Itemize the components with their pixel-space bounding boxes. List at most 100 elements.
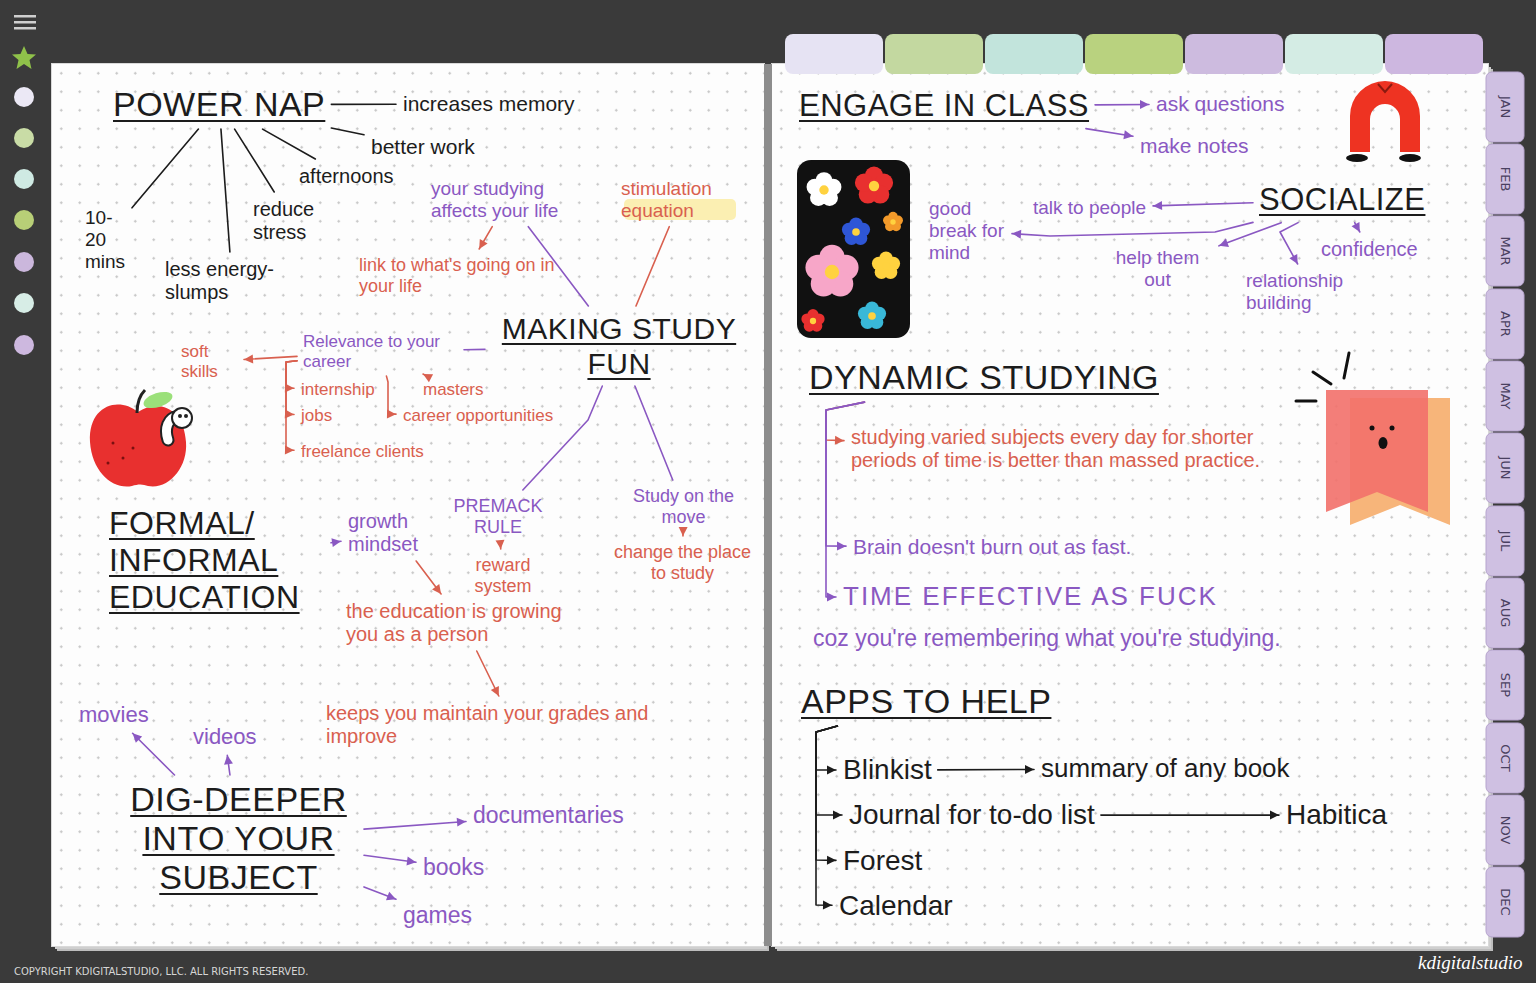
arrowhead bbox=[1270, 811, 1279, 820]
arrowhead bbox=[1289, 254, 1297, 264]
mind-map-note: documentaries bbox=[470, 800, 627, 830]
connector bbox=[285, 361, 297, 455]
connector bbox=[816, 726, 837, 865]
mind-map-note: increases memory bbox=[400, 90, 578, 118]
arrowhead bbox=[823, 901, 832, 910]
month-tab-label: JAN bbox=[1498, 96, 1513, 118]
node-text: career opportunities bbox=[403, 406, 553, 426]
node-text: less energy-slumps bbox=[165, 258, 299, 304]
node-text: APPS TO HELP bbox=[801, 682, 1051, 721]
month-tab-label: FEB bbox=[1498, 167, 1513, 192]
arrowhead bbox=[679, 527, 688, 536]
mind-map-note: videos bbox=[190, 722, 260, 751]
node-text: TIME EFFECTIVE AS FUCK bbox=[843, 582, 1218, 612]
connector bbox=[364, 855, 416, 865]
connector bbox=[1086, 129, 1133, 140]
node-text: keeps you maintain your grades and impro… bbox=[326, 702, 700, 748]
mind-map-note: masters bbox=[420, 378, 486, 402]
node-text: games bbox=[403, 902, 472, 928]
connector bbox=[263, 129, 316, 159]
connector-line bbox=[263, 129, 316, 159]
node-text: summary of any book bbox=[1041, 754, 1290, 784]
node-text: freelance clients bbox=[301, 442, 424, 462]
mind-map-note: Brain doesn't burn out as fast. bbox=[850, 533, 1134, 561]
mind-map-note: TIME EFFECTIVE AS FUCK bbox=[840, 580, 1221, 614]
node-text: reduce stress bbox=[253, 198, 332, 244]
arrowhead bbox=[386, 892, 396, 900]
arrowhead bbox=[835, 436, 844, 445]
mind-map-note: Calendar bbox=[836, 888, 956, 924]
arrowhead bbox=[432, 584, 441, 594]
node-text: help them out bbox=[1103, 247, 1212, 291]
mind-map-note: help them out bbox=[1100, 245, 1215, 293]
topic-heading: DIG-DEEPER INTO YOUR SUBJECT bbox=[116, 778, 361, 899]
mind-map-note: Study on the move bbox=[616, 484, 751, 529]
connector bbox=[224, 755, 233, 775]
connector-line bbox=[416, 561, 441, 594]
connector bbox=[1219, 223, 1281, 247]
node-text: Journal for to-do list bbox=[849, 799, 1095, 831]
topic-heading: DYNAMIC STUDYING bbox=[806, 356, 1162, 399]
topic-heading: APPS TO HELP bbox=[798, 680, 1054, 723]
mind-map-note: growth mindset bbox=[345, 508, 445, 558]
connector bbox=[1153, 201, 1253, 210]
node-text: make notes bbox=[1140, 134, 1249, 158]
node-text: afternoons bbox=[299, 165, 394, 188]
node-text: Study on the move bbox=[619, 486, 748, 527]
connector-line bbox=[816, 726, 837, 905]
footer-label: COPYRIGHT KDIGITALSTUDIO, LLC. ALL RIGHT… bbox=[14, 966, 308, 977]
connector-line bbox=[636, 227, 669, 306]
mind-map-note: movies bbox=[76, 700, 152, 729]
connector bbox=[132, 129, 198, 208]
connector-line bbox=[235, 129, 275, 192]
node-text: documentaries bbox=[473, 802, 624, 828]
node-text: videos bbox=[193, 724, 257, 749]
arrowhead bbox=[827, 766, 836, 775]
node-text: books bbox=[423, 854, 484, 880]
mind-map-note: the education is growing you as a person bbox=[343, 598, 583, 648]
topic-heading: SOCIALIZE bbox=[1256, 180, 1428, 220]
connector-line bbox=[286, 361, 297, 388]
connector-line bbox=[464, 349, 485, 351]
topic-heading: ENGAGE IN CLASS bbox=[796, 86, 1092, 126]
mind-map-note: talk to people bbox=[1030, 195, 1149, 221]
node-text: FORMAL/ INFORMAL EDUCATION bbox=[109, 505, 325, 615]
connector bbox=[479, 227, 492, 249]
node-text: Habitica bbox=[1286, 799, 1387, 831]
node-text: PREMACK RULE bbox=[451, 496, 545, 537]
mind-map-note: Relevance to your career bbox=[300, 330, 460, 373]
arrowhead bbox=[244, 354, 253, 363]
arrowhead bbox=[224, 755, 233, 765]
topic-heading: FORMAL/ INFORMAL EDUCATION bbox=[106, 503, 328, 617]
connector bbox=[1280, 223, 1298, 264]
node-text: better work bbox=[371, 135, 475, 159]
sidebar-icons bbox=[12, 15, 36, 355]
mind-map-note: better work bbox=[368, 133, 478, 161]
connector bbox=[816, 726, 837, 774]
connector bbox=[235, 129, 275, 192]
connector bbox=[816, 726, 842, 819]
connector-line bbox=[816, 726, 842, 815]
mind-map-note: afternoons bbox=[296, 163, 397, 190]
arrowhead bbox=[457, 818, 466, 827]
mind-map-note: coz you're remembering what you're study… bbox=[810, 623, 1284, 653]
node-text: Relevance to your career bbox=[303, 332, 457, 371]
mind-map-note: link to what's going on in your life bbox=[356, 253, 571, 298]
month-tab-label: DEC bbox=[1498, 888, 1513, 915]
node-text: Calendar bbox=[839, 890, 953, 922]
mind-map-note: relationship building bbox=[1243, 268, 1383, 316]
page-seam bbox=[764, 64, 772, 946]
mind-map-note: ask questions bbox=[1153, 90, 1287, 118]
node-text: reward system bbox=[451, 555, 555, 596]
node-text: ask questions bbox=[1156, 92, 1284, 116]
arrowhead bbox=[1123, 130, 1133, 139]
topic-heading: MAKING STUDY FUN bbox=[488, 310, 750, 383]
month-tab-label: OCT bbox=[1498, 744, 1513, 771]
mind-map-note: studying varied subjects every day for s… bbox=[848, 424, 1303, 474]
mind-map-note: Forest bbox=[840, 843, 925, 879]
bookmark-sticker bbox=[1296, 353, 1450, 525]
mind-map-note: keeps you maintain your grades and impro… bbox=[323, 700, 703, 750]
connector bbox=[133, 733, 175, 775]
connector-line bbox=[477, 651, 499, 696]
month-tab-label: JUL bbox=[1498, 531, 1513, 552]
